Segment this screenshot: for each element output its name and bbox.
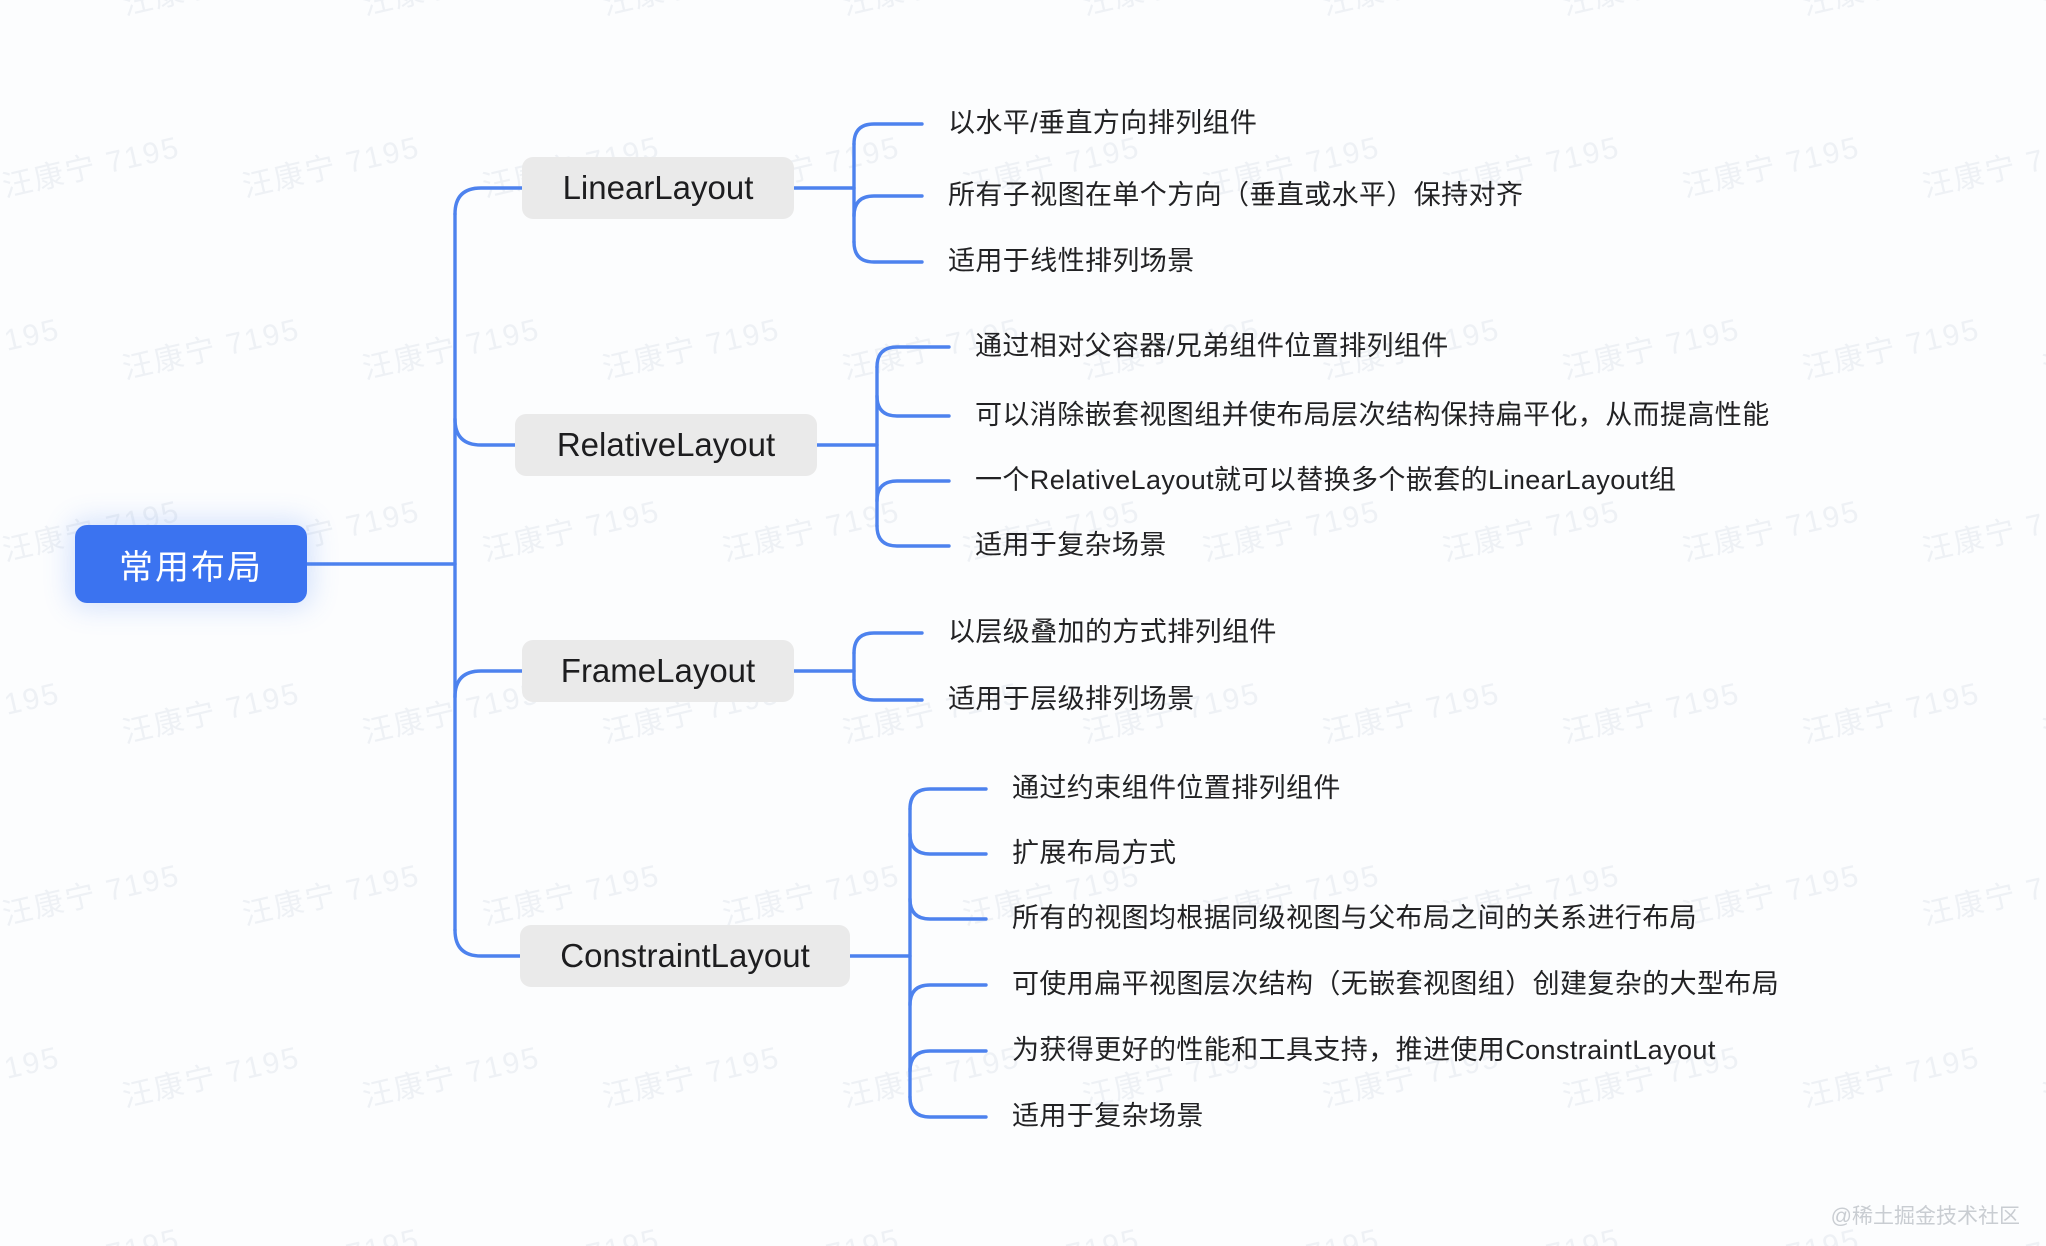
branch-node-relativelayout[interactable]: RelativeLayout xyxy=(515,414,817,476)
branch-node-label: LinearLayout xyxy=(562,169,754,206)
leaf-node-linearlayout-1[interactable]: 所有子视图在单个方向（垂直或水平）保持对齐 xyxy=(948,180,1524,210)
leaf-node-constraintlayout-0[interactable]: 通过约束组件位置排列组件 xyxy=(1012,773,1341,803)
branch-node-constraintlayout[interactable]: ConstraintLayout xyxy=(520,925,850,987)
leaf-node-relativelayout-1[interactable]: 可以消除嵌套视图组并使布局层次结构保持扁平化，从而提高性能 xyxy=(975,400,1770,430)
leaf-node-linearlayout-0[interactable]: 以水平/垂直方向排列组件 xyxy=(948,108,1258,138)
leaf-node-constraintlayout-3[interactable]: 可使用扁平视图层次结构（无嵌套视图组）创建复杂的大型布局 xyxy=(1012,969,1780,999)
credit-label: @稀土掘金技术社区 xyxy=(1830,1205,2020,1228)
branch-node-linearlayout[interactable]: LinearLayout xyxy=(522,157,794,219)
branch-node-label: ConstraintLayout xyxy=(560,937,810,974)
leaf-node-constraintlayout-1[interactable]: 扩展布局方式 xyxy=(1012,838,1177,868)
leaf-node-constraintlayout-2[interactable]: 所有的视图均根据同级视图与父布局之间的关系进行布局 xyxy=(1012,903,1697,933)
leaf-node-constraintlayout-5[interactable]: 适用于复杂场景 xyxy=(1012,1101,1204,1131)
branch-node-label: FrameLayout xyxy=(560,652,756,689)
leaf-node-relativelayout-2[interactable]: 一个RelativeLayout就可以替换多个嵌套的LinearLayout组 xyxy=(975,465,1677,495)
root-node[interactable]: 常用布局 xyxy=(75,525,307,603)
leaf-node-framelayout-0[interactable]: 以层级叠加的方式排列组件 xyxy=(948,617,1277,647)
leaf-node-relativelayout-3[interactable]: 适用于复杂场景 xyxy=(975,530,1167,560)
branch-node-label: RelativeLayout xyxy=(556,426,776,463)
root-node-label: 常用布局 xyxy=(119,548,263,587)
branch-node-framelayout[interactable]: FrameLayout xyxy=(522,640,794,702)
leaf-node-constraintlayout-4[interactable]: 为获得更好的性能和工具支持，推进使用ConstraintLayout xyxy=(1012,1035,1716,1065)
leaf-node-linearlayout-2[interactable]: 适用于线性排列场景 xyxy=(948,246,1195,276)
leaf-node-framelayout-1[interactable]: 适用于层级排列场景 xyxy=(948,684,1195,714)
leaf-node-relativelayout-0[interactable]: 通过相对父容器/兄弟组件位置排列组件 xyxy=(975,331,1449,361)
